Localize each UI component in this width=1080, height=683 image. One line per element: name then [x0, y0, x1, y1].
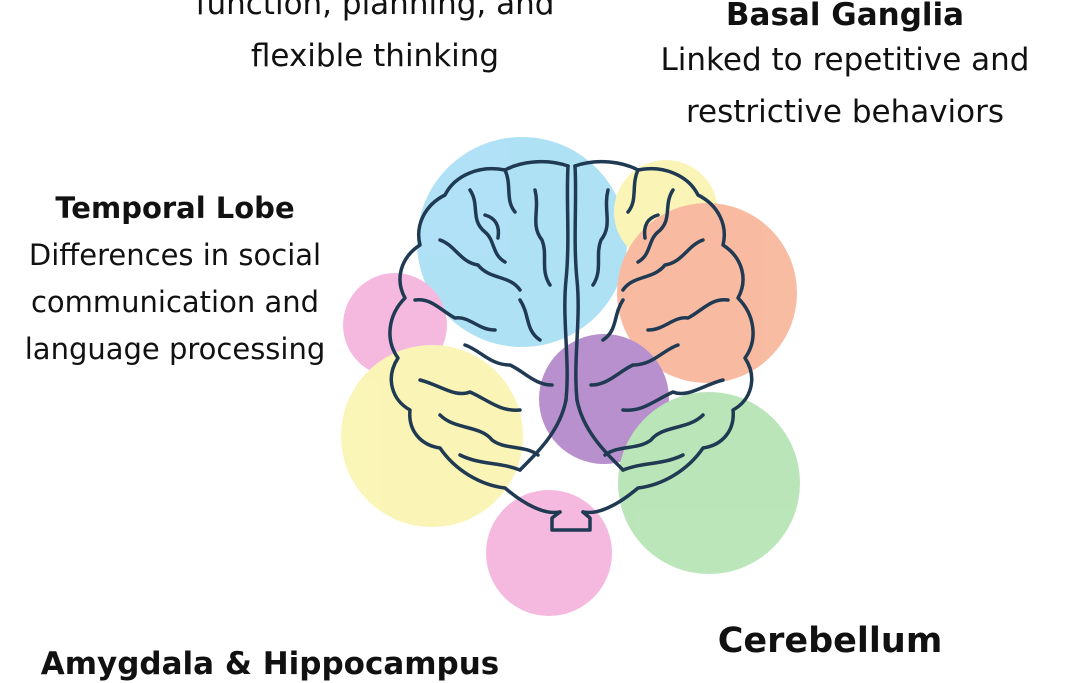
amygdala-hippocampus-title: Amygdala & Hippocampus	[40, 646, 500, 682]
brain-icon	[388, 159, 755, 532]
yellow-large-circle	[341, 345, 523, 527]
amygdala-hippocampus-label: Amygdala & Hippocampus	[20, 646, 520, 683]
frontal-lobe-label: function, planning, and flexible thinkin…	[140, 0, 610, 82]
cerebellum-title: Cerebellum	[717, 621, 943, 661]
basal-ganglia-label: Basal Ganglia Linked to repetitive and r…	[615, 0, 1075, 138]
region-highlights	[341, 137, 800, 616]
pink-bottom-circle	[486, 490, 612, 616]
temporal-lobe-label: Temporal Lobe Differences in social comm…	[10, 191, 340, 373]
basal-ganglia-title: Basal Ganglia	[725, 0, 965, 33]
frontal-desc-line-2: flexible thinking	[250, 38, 500, 75]
frontal-desc-line-1: function, planning, and	[195, 0, 555, 22]
basal-ganglia-desc-line-2: restrictive behaviors	[685, 94, 1005, 131]
temporal-desc-line-1: Differences in social	[28, 237, 322, 272]
temporal-desc-line-3: language processing	[24, 331, 326, 366]
temporal-desc-line-2: communication and	[30, 284, 320, 319]
cerebellum-label: Cerebellum	[680, 620, 980, 662]
green-circle	[618, 392, 800, 574]
basal-ganglia-desc-line-1: Linked to repetitive and	[660, 42, 1030, 79]
temporal-lobe-title: Temporal Lobe	[55, 191, 295, 225]
